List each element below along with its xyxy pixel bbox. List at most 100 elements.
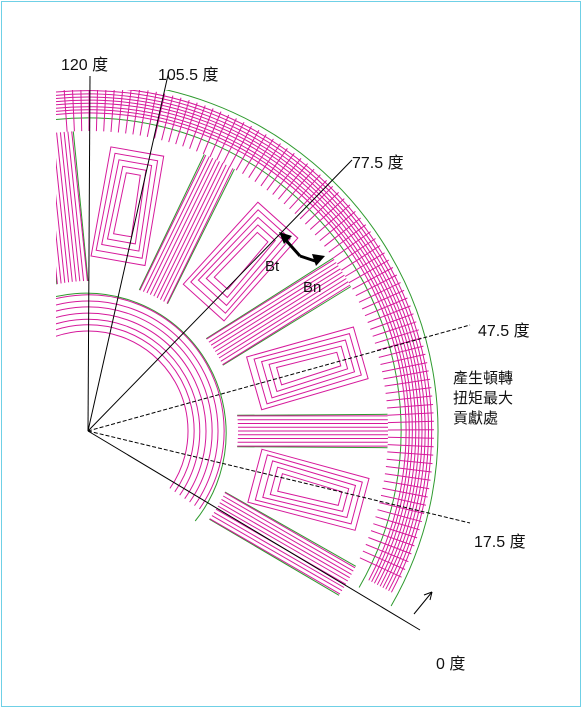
radial-flux-line [370,313,414,330]
slot-flux-loop [275,351,342,386]
tooth-flux-line [222,284,351,366]
radial-flux-line [378,345,424,358]
radial-flux-line [324,217,362,247]
radial-flux-line [384,378,431,387]
radial-flux-line [278,163,308,200]
radial-flux-line [367,305,411,323]
tooth-edge [205,257,334,340]
tooth-flux-line [139,154,207,291]
slot-flux-loop [90,146,165,267]
label-120-deg: 120 度 [61,57,109,74]
tooth-flux-line [212,268,341,349]
tooth-flux-line [56,157,70,283]
tooth-flux-line [211,515,343,592]
tooth-edge [72,131,89,282]
yoke-flux-line [56,93,426,590]
radial-flux-line [202,111,222,155]
radial-flux-line [341,245,381,271]
radial-flux-line [375,516,420,531]
flux-lines [56,90,435,595]
radial-flux-line [385,387,432,394]
label-77-5-deg: 77.5 度 [352,155,404,172]
rotor-flux-line [56,306,213,503]
tooth-flux-line [218,278,347,359]
tooth-edge [222,286,352,366]
line-47-5-deg [87,324,471,432]
tooth-flux-line [216,274,345,356]
tooth-edge [224,491,357,567]
radial-flux-line [332,231,371,259]
motor-outline [56,90,439,607]
rotor-flux-line [56,330,189,489]
radial-flux-line [95,90,99,132]
radial-flux-line [386,458,433,465]
radial-flux-line [254,143,281,182]
slot-flux-loop [277,473,343,506]
radial-flux-line [110,90,115,132]
slot-flux-loop [254,454,363,525]
tooth-edge [138,154,205,291]
tooth-flux-line [59,132,77,282]
tooth-flux-line [209,518,341,595]
radial-flux-line [175,99,190,145]
radial-flux-line [209,114,230,158]
radial-flux-line [196,108,214,152]
slot-flux-loop [262,460,357,519]
tooth-edge [56,272,58,285]
line-77-5-deg [87,159,353,432]
radial-flux-line [368,537,412,555]
radial-flux-line [372,321,417,337]
radial-flux-line [154,93,166,139]
radial-flux-line [364,297,408,317]
radial-flux-line [304,192,339,225]
radial-flux-line [294,180,327,215]
radial-flux-line [382,362,428,373]
radial-flux-line [229,125,252,167]
annotation-line-3: 貢獻處 [453,410,499,427]
tooth-flux-line [159,164,227,300]
slot-flux-loop [106,165,147,245]
tooth-flux-line [208,262,337,343]
tooth-flux-line [222,495,354,572]
stator-inner-edge [56,117,402,588]
radial-flux-line [235,129,260,171]
tooth-flux-line [224,492,356,569]
label-0-deg: 0 度 [436,656,466,673]
tooth-flux-line [149,159,217,295]
tooth-flux-line [210,265,339,346]
yoke-flux-line [56,96,423,589]
tooth-edge [209,518,340,596]
tooth-flux-line [156,162,224,299]
radial-flux-line [132,90,141,135]
line-120-deg [87,75,91,432]
angle-reference-lines [87,74,471,631]
slot-flux-loop [101,159,153,252]
radial-flux-line [380,353,426,365]
yoke-flux-line [56,90,429,592]
tooth-flux-line [163,166,231,302]
yoke-flux-line [56,99,420,587]
radial-flux-line [242,134,267,175]
radial-flux-line [384,473,431,481]
annotation-line-1: 產生頓轉 [453,370,514,387]
radial-flux-line [248,138,274,178]
slot-flux-loop [247,448,370,531]
tooth-flux-line [166,168,234,304]
rotor-edge [56,292,227,522]
radial-flux-line [387,436,434,439]
label-17-5-deg: 17.5 度 [474,534,526,551]
stator-outer-edge [164,90,439,607]
tooth-flux-line [56,193,66,283]
tooth-flux-line [56,265,58,285]
annotation-text: 產生頓轉 扭矩最大 貢獻處 [453,369,513,429]
annotation-line-2: 扭矩最大 [453,390,514,407]
yoke-flux-line [56,102,417,586]
tooth-flux-line [221,498,352,575]
radial-flux-line [358,282,401,303]
radial-flux-line [283,168,315,205]
rotor-flux-line [56,324,195,493]
radial-flux-line [328,224,367,253]
bt-arrowhead [279,232,292,244]
